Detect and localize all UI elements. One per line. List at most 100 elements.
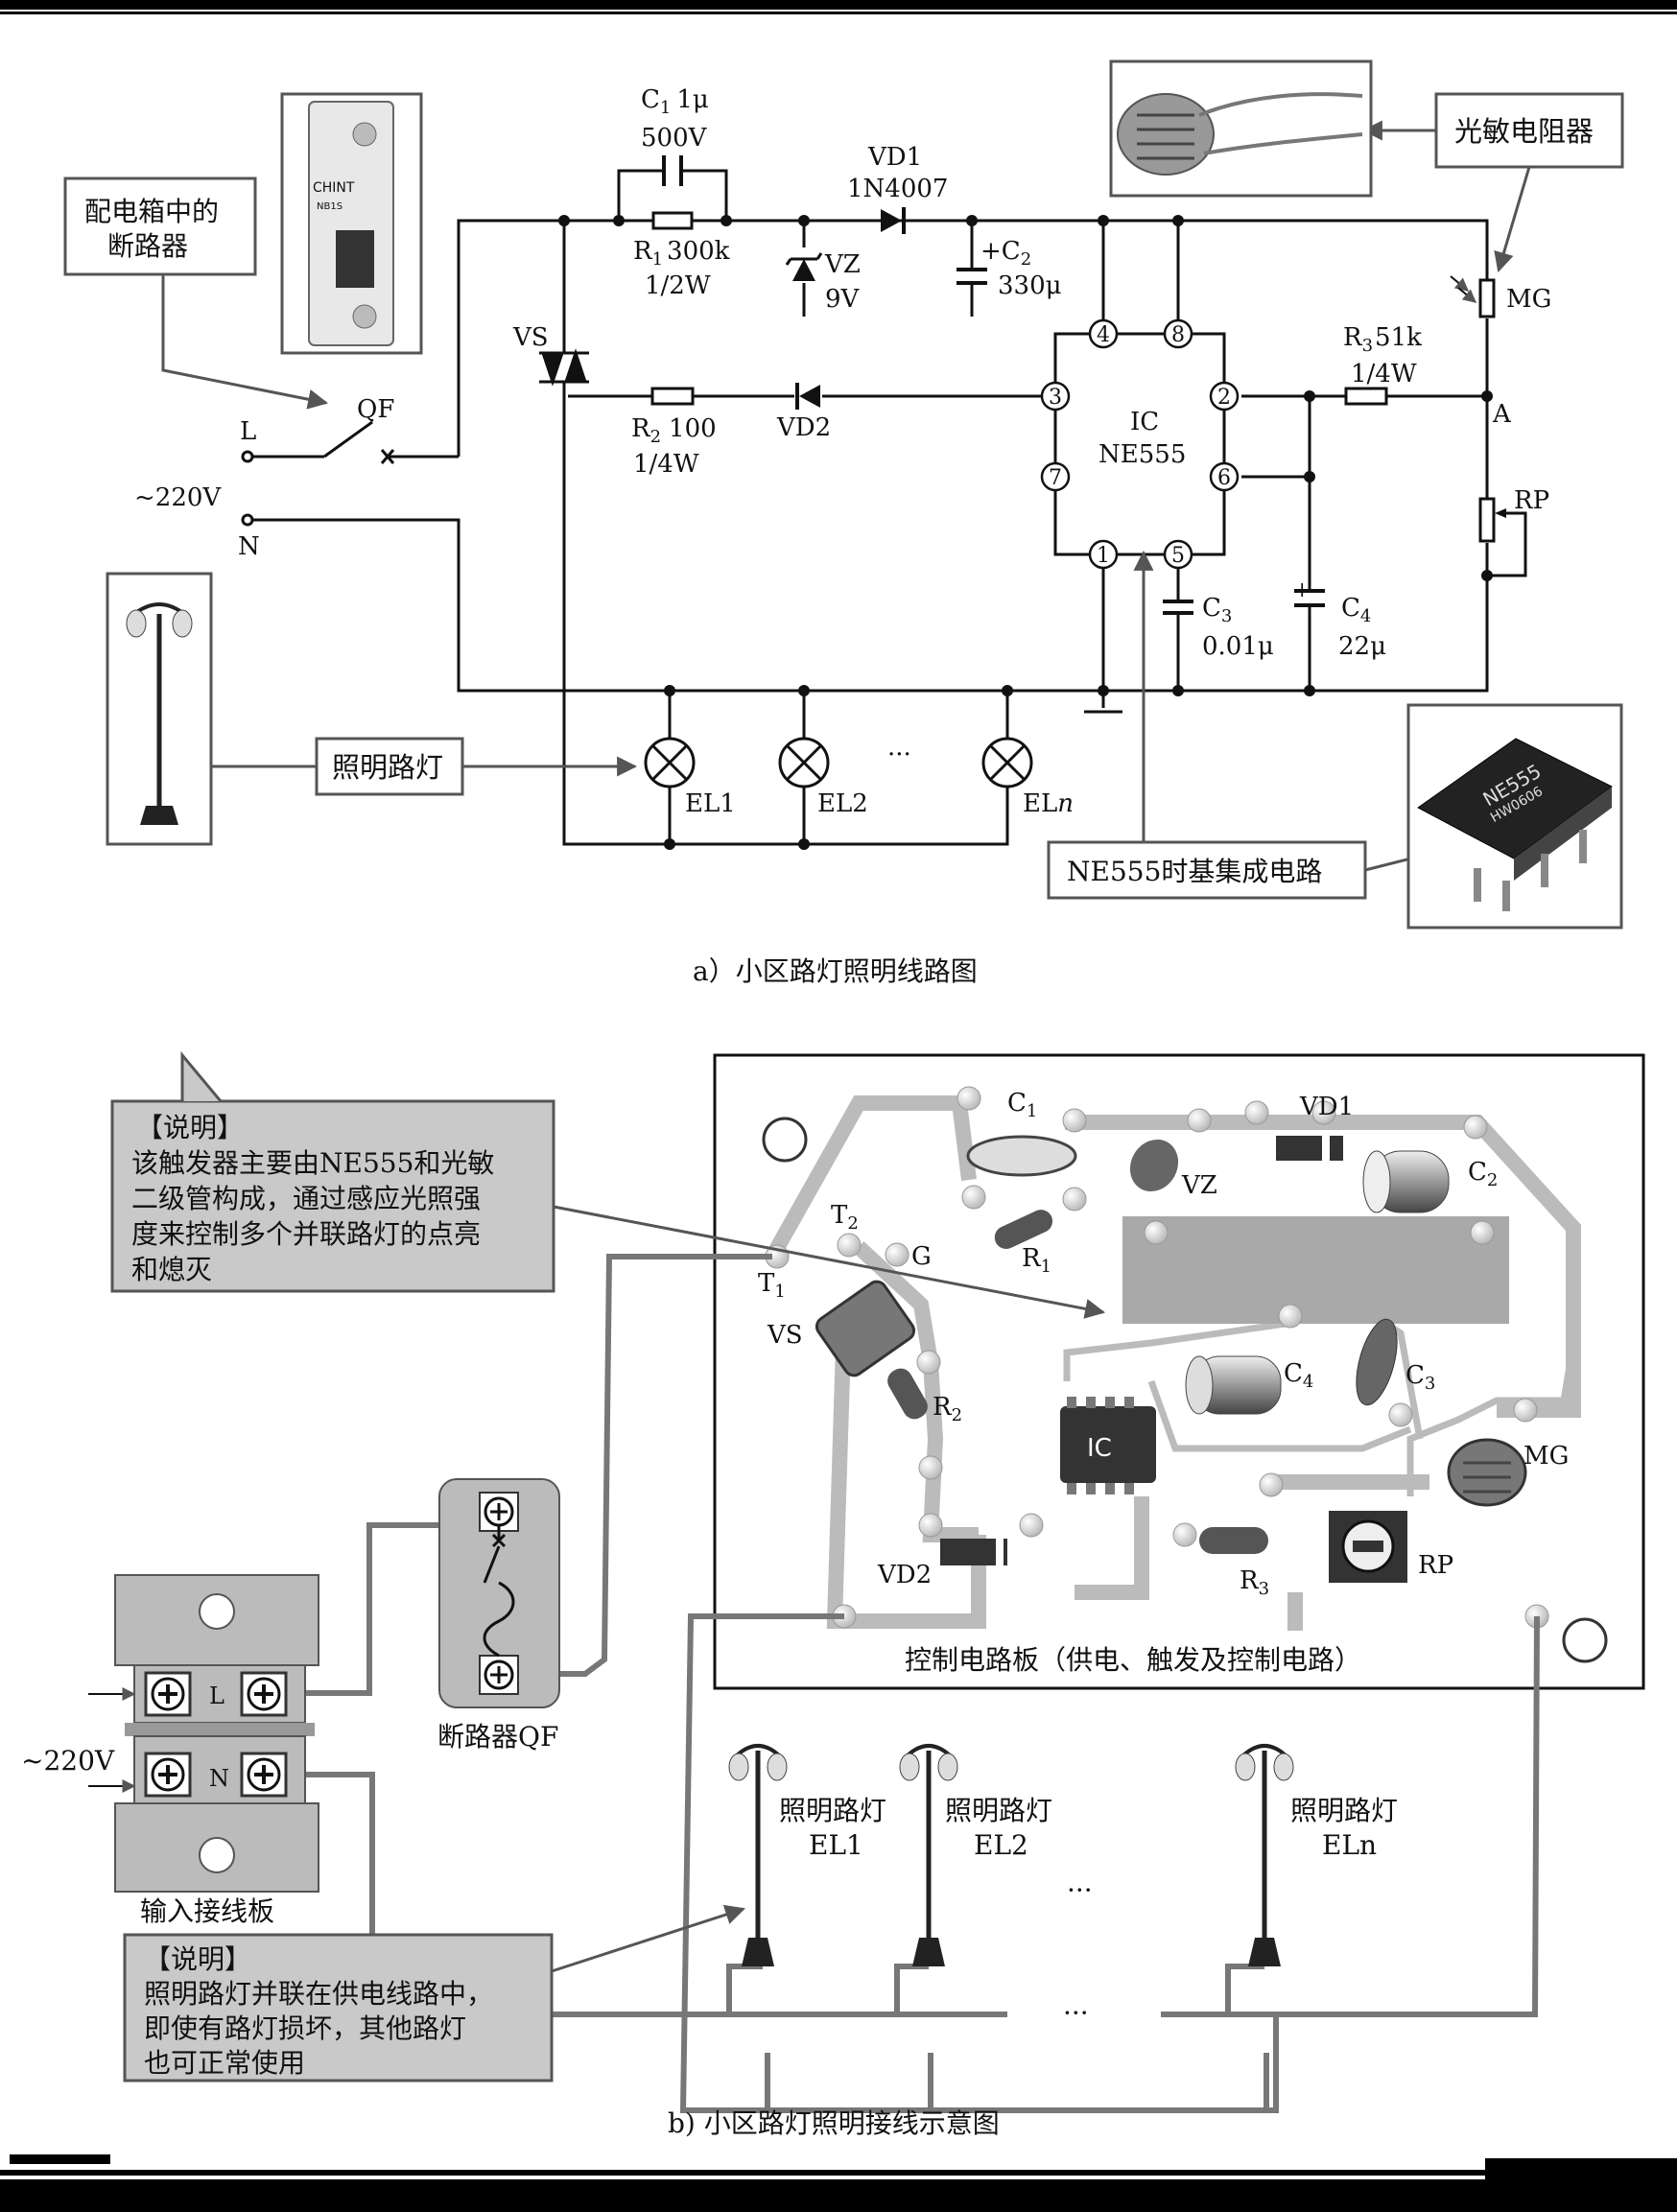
board-vs: VS	[767, 1321, 803, 1350]
terminal-n-label: N	[209, 1765, 229, 1792]
mains-terminals	[241, 420, 395, 527]
label-r2: R	[631, 414, 651, 443]
board-c1: C	[1007, 1089, 1027, 1118]
ic-ne555-body	[1053, 332, 1226, 556]
note2-title: 【说明】	[144, 1943, 251, 1975]
label-r2-watt: 1/4W	[633, 450, 699, 479]
ic-callout-text: NE555时基集成电路	[1067, 856, 1322, 887]
label-vd1: VD1	[867, 143, 922, 172]
board-mg: MG	[1523, 1442, 1569, 1471]
label-r3: R	[1343, 323, 1363, 352]
label-vd2: VD2	[776, 413, 831, 442]
photoresistor-photo	[1109, 59, 1373, 198]
board-c4-sub: 4	[1303, 1372, 1313, 1392]
board-c3: C	[1405, 1361, 1425, 1390]
label-eln-sub: n	[1057, 789, 1074, 818]
breaker-qf-label: 断路器QF	[437, 1721, 558, 1753]
note1-line2: 二级管构成，通过感应光照强	[131, 1183, 481, 1214]
ic-callout: NE555时基集成电路	[1047, 550, 1471, 900]
label-ic: IC	[1130, 408, 1159, 436]
svg-text:R1: R1	[1022, 1244, 1051, 1277]
pin-4: 4	[1097, 323, 1110, 347]
board-t1-sub: 1	[774, 1282, 785, 1302]
lamp-el2-title: 照明路灯	[945, 1795, 1052, 1826]
breaker-qf-module	[438, 1478, 560, 1708]
control-board	[713, 1053, 1645, 1690]
capacitor-c3	[1163, 600, 1193, 615]
board-r3: R	[1240, 1566, 1260, 1595]
potentiometer-rp	[1478, 497, 1506, 543]
label-vs: VS	[512, 323, 549, 352]
label-c3: C	[1202, 594, 1221, 623]
label-node-a: A	[1492, 400, 1512, 429]
breaker-brand: CHINT	[313, 180, 355, 196]
pin-6: 6	[1217, 466, 1231, 490]
lamp-eln-symbol	[981, 737, 1033, 788]
label-r3-sub: 3	[1362, 336, 1373, 356]
label-el2: EL2	[817, 789, 868, 818]
label-vz-val: 9V	[825, 285, 861, 314]
photoresistor-callout-text: 光敏电阻器	[1454, 115, 1594, 148]
label-c4-sub: 4	[1360, 606, 1371, 626]
label-c1-val: 1μ	[676, 85, 708, 114]
board-t2: T	[831, 1201, 848, 1230]
photoresistor-mg	[1450, 275, 1496, 318]
label-qf: QF	[357, 395, 394, 424]
lamp-el1-name: EL1	[809, 1829, 863, 1861]
board-ic: IC	[1087, 1434, 1112, 1463]
label-c4-val: 22μ	[1338, 632, 1386, 661]
note1-line3: 度来控制多个并联路灯的点亮	[131, 1218, 481, 1250]
pin-5: 5	[1171, 544, 1185, 568]
label-c1-sub: 1	[660, 98, 671, 118]
mains-label-bottom: ~220V	[21, 1745, 115, 1777]
pin-8: 8	[1171, 323, 1185, 347]
photoresistor-callout: 光敏电阻器	[1361, 92, 1624, 273]
pin-3: 3	[1049, 386, 1062, 410]
resistor-r3	[1344, 387, 1388, 406]
diode-vd1	[852, 207, 906, 234]
resistor-r1	[651, 211, 694, 230]
resistor-r2	[650, 387, 695, 406]
label-c2-sub: 2	[1021, 249, 1031, 270]
board-t1: T	[758, 1269, 775, 1298]
pin-7: 7	[1049, 466, 1062, 490]
board-t2-sub: 2	[847, 1213, 858, 1234]
breaker-photo: CHINT NB1S	[280, 92, 423, 355]
label-vz: VZ	[824, 250, 861, 279]
label-r1: R	[633, 237, 653, 266]
lamp-dots-lower: ···	[1063, 1997, 1089, 2029]
board-c3-sub: 3	[1425, 1374, 1435, 1394]
street-lamp-photo-top	[106, 572, 213, 846]
label-c3-val: 0.01μ	[1202, 632, 1274, 661]
lamp-el1-title: 照明路灯	[779, 1795, 886, 1826]
board-g: G	[911, 1242, 932, 1271]
board-r1-sub: 1	[1041, 1257, 1051, 1277]
label-r1-val: 300k	[667, 237, 730, 266]
zener-vz	[785, 252, 823, 281]
board-r3-sub: 3	[1259, 1579, 1269, 1599]
note-box-1: 【说明】 该触发器主要由NE555和光敏 二级管构成，通过感应光照强 度来控制多…	[110, 1050, 1106, 1319]
board-vz: VZ	[1181, 1171, 1217, 1200]
label-c3-sub: 3	[1221, 606, 1232, 626]
lamp-callout-top: 照明路灯	[172, 737, 638, 796]
junction-dots	[558, 215, 1493, 850]
street-lamp-eln	[1235, 1744, 1294, 1966]
svg-text:C3: C3	[1405, 1361, 1435, 1394]
svg-text:+C2: +C2	[980, 237, 1031, 270]
board-c2-sub: 2	[1487, 1170, 1498, 1190]
breaker-callout-line2: 断路器	[107, 230, 188, 262]
svg-text:R2: R2	[933, 1393, 962, 1425]
terminal-block	[88, 1574, 319, 1893]
label-c1: C	[641, 85, 660, 114]
label-c2-val: 330μ	[998, 271, 1062, 300]
page-top-bar	[0, 0, 1677, 14]
note2-line1: 照明路灯并联在供电线路中，	[144, 1978, 493, 2010]
top-caption: a）小区路灯照明线路图	[693, 955, 978, 987]
board-r2: R	[933, 1393, 953, 1422]
diode-vd2	[795, 383, 820, 410]
terminal-block-label: 输入接线板	[140, 1895, 274, 1927]
label-r2-sub: 2	[650, 427, 661, 447]
lamp-eln-name: ELn	[1322, 1829, 1377, 1861]
board-c2: C	[1468, 1158, 1487, 1187]
